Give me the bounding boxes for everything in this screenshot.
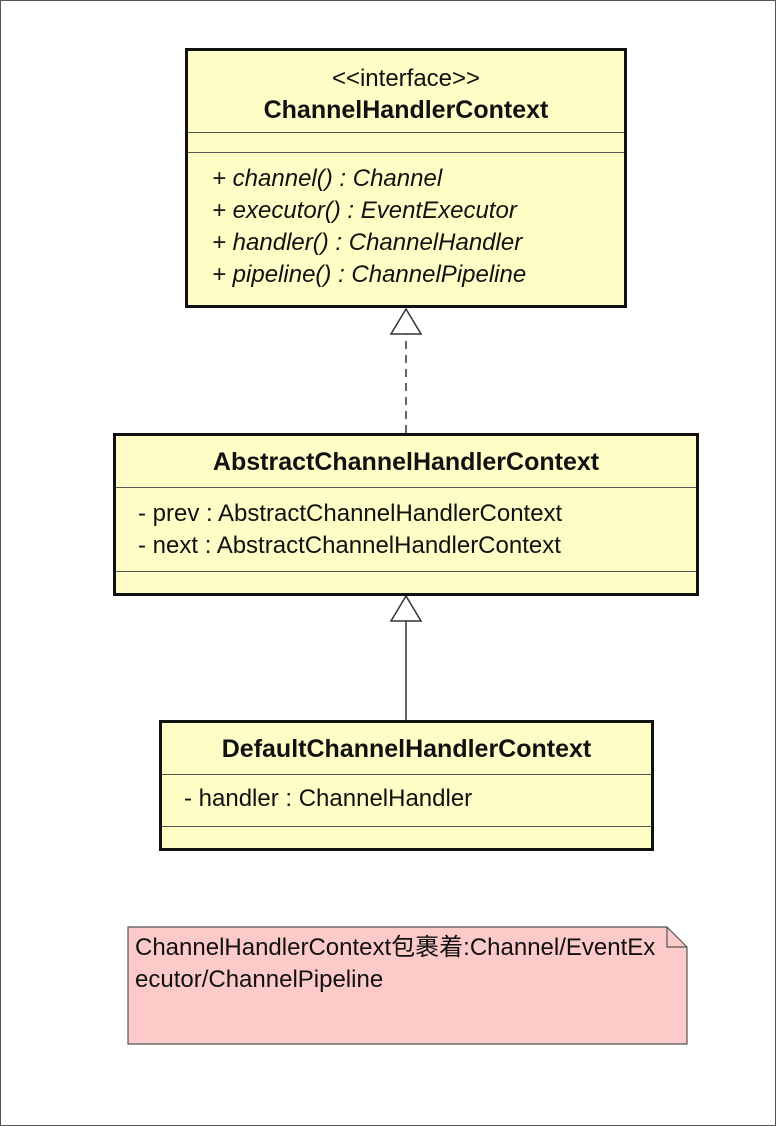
operation-handler: + handler() : ChannelHandler: [212, 229, 523, 256]
class-abstract-channel-handler-context[interactable]: AbstractChannelHandlerContext - prev : A…: [113, 433, 699, 596]
generalization-arrowhead: [389, 594, 423, 622]
note-text: ChannelHandlerContext包裹着:Channel/EventEx…: [135, 934, 656, 993]
class-name: DefaultChannelHandlerContext: [221, 735, 592, 763]
operations-compartment: [162, 827, 651, 848]
attribute-handler: - handler : ChannelHandler: [184, 785, 473, 812]
operation-channel: + channel() : Channel: [212, 165, 443, 192]
class-default-channel-handler-context[interactable]: DefaultChannelHandlerContext - handler :…: [159, 720, 654, 851]
attributes-compartment: [188, 133, 624, 153]
class-name: ChannelHandlerContext: [263, 96, 549, 124]
class-name: AbstractChannelHandlerContext: [212, 448, 600, 476]
operation-executor: + executor() : EventExecutor: [212, 197, 517, 224]
class-header: AbstractChannelHandlerContext: [116, 436, 696, 488]
class-stereotype: <<interface>>: [331, 65, 481, 92]
attributes-compartment: - prev : AbstractChannelHandlerContext -…: [116, 488, 696, 572]
operation-pipeline: + pipeline() : ChannelPipeline: [212, 261, 527, 288]
operations-compartment: [116, 572, 696, 593]
operations-compartment: + channel() : Channel + executor() : Eve…: [188, 153, 624, 291]
class-header: DefaultChannelHandlerContext: [162, 723, 651, 775]
realization-arrowhead: [389, 307, 423, 335]
diagram-note[interactable]: ChannelHandlerContext包裹着:Channel/EventEx…: [127, 926, 688, 1045]
class-channel-handler-context[interactable]: <<interface>> ChannelHandlerContext + ch…: [185, 48, 627, 308]
attribute-prev: - prev : AbstractChannelHandlerContext: [138, 500, 563, 527]
attributes-compartment: - handler : ChannelHandler: [162, 775, 651, 827]
note-shape: [127, 926, 688, 1045]
class-header: <<interface>> ChannelHandlerContext: [188, 51, 624, 133]
attribute-next: - next : AbstractChannelHandlerContext: [138, 532, 561, 559]
